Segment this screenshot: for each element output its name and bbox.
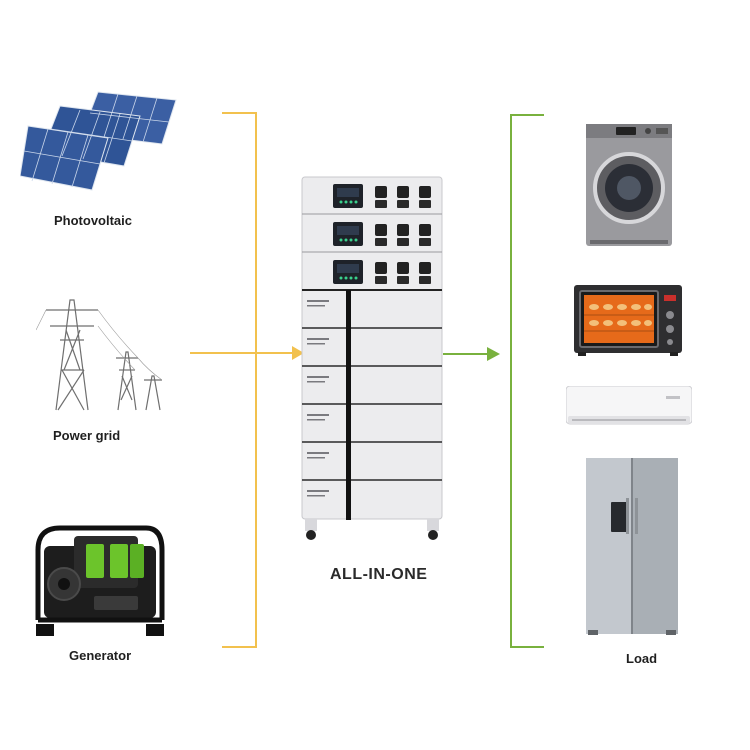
solar-panel-icon	[20, 86, 178, 194]
output-bracket	[443, 115, 544, 647]
source-label-power-grid: Power grid	[53, 428, 120, 443]
battery-stack-icon	[301, 176, 445, 542]
source-label-generator: Generator	[69, 648, 131, 663]
refrigerator-icon	[586, 458, 678, 636]
source-label-photovoltaic: Photovoltaic	[54, 213, 132, 228]
generator-icon	[34, 520, 166, 638]
input-bracket	[190, 113, 292, 647]
washing-machine-icon	[586, 124, 672, 246]
load-label: Load	[626, 651, 657, 666]
oven-icon	[574, 285, 682, 357]
power-tower-icon	[36, 280, 162, 412]
air-conditioner-icon	[566, 386, 692, 430]
center-label-all-in-one: ALL-IN-ONE	[330, 566, 427, 584]
output-arrow-icon	[487, 347, 500, 361]
